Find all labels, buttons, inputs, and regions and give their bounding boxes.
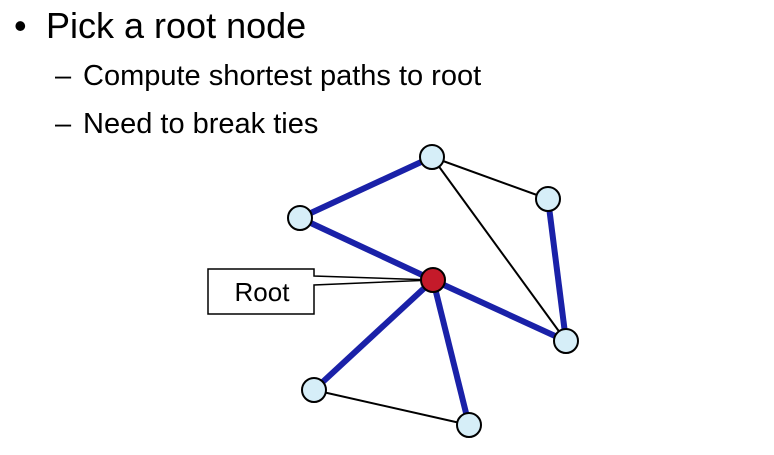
tree-edges (298, 154, 569, 426)
bullet-item-main: • Pick a root node (14, 4, 306, 48)
plain-edges (313, 156, 567, 426)
bullet-dash: – (55, 108, 72, 140)
bullet-sub-item-1: –Compute shortest paths to root (55, 58, 481, 94)
bullet-list: • Pick a root node –Compute shortest path… (0, 0, 774, 160)
edge-root-to-right (431, 277, 568, 344)
node-top (419, 144, 445, 170)
bullet-dash: – (55, 60, 72, 92)
node-bottom (456, 412, 482, 438)
node-right (553, 328, 579, 354)
edge-upper-right-to-right (545, 198, 569, 342)
root-callout-label: Root (235, 277, 291, 307)
bullet-main-text: Pick a root node (46, 5, 307, 46)
node-root (420, 267, 446, 293)
edge-lower-left-to-bottom (313, 389, 470, 426)
edge-root-to-bottom (430, 279, 472, 426)
node-upper-right (535, 186, 561, 212)
edge-left-to-top (298, 154, 434, 221)
edge-root-to-lower-left (311, 277, 436, 393)
bullet-dot: • (14, 5, 27, 46)
root-callout-box (207, 268, 434, 315)
edge-left-to-root (298, 215, 435, 283)
graph-nodes (287, 144, 579, 438)
bullet-sub-text-1: Compute shortest paths to root (83, 60, 482, 92)
bullet-sub-item-2: –Need to break ties (55, 106, 318, 142)
node-lower-left (301, 377, 327, 403)
root-callout: Root (207, 268, 434, 315)
node-left (287, 205, 313, 231)
edge-top-to-right (431, 156, 567, 342)
edge-top-to-upper-right (431, 156, 549, 200)
bullet-sub-text-2: Need to break ties (83, 108, 319, 140)
